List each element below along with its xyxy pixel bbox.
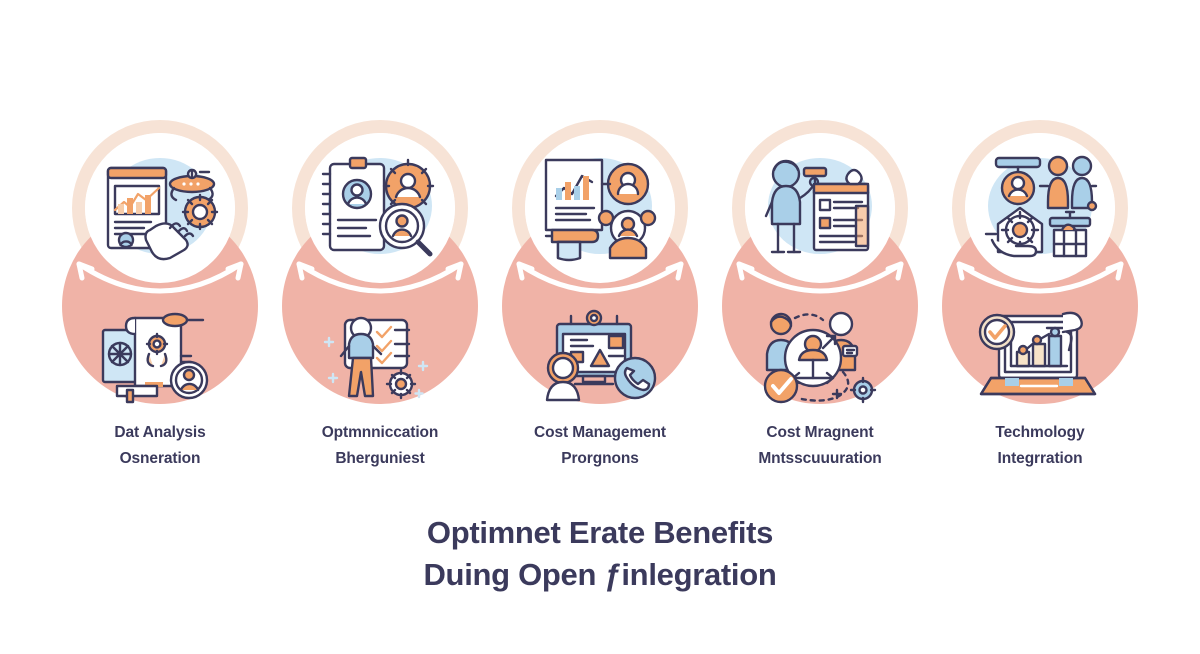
- people-hand-gear-boxes-icon: [984, 155, 1098, 258]
- step-caption-2: Optmnniccation Bherguniest: [270, 420, 490, 472]
- step-caption-3-line1: Cost Management: [534, 424, 666, 441]
- report-chart-hand-gear-icon: [106, 166, 219, 261]
- step-caption-1: Dat Analysis Osneration: [50, 420, 270, 472]
- monitor-person-phone-icon: [545, 309, 657, 402]
- step-caption-4-line2: Mntsscuuuration: [758, 450, 882, 467]
- step-column-1[interactable]: Dat Analysis Osneration: [50, 0, 270, 490]
- step-caption-2-line2: Bherguniest: [335, 450, 425, 467]
- clipboard-profile-search-icon: [321, 156, 435, 257]
- step-caption-3-line2: Prorgnons: [561, 450, 639, 467]
- step-caption-1-line2: Osneration: [119, 450, 201, 467]
- person-checklist-gear-icon: [323, 316, 429, 400]
- double-headed-arrow-arc-2: [296, 261, 464, 294]
- step-caption-1-line1: Dat Analysis: [114, 424, 206, 441]
- document-gear-profile-icon: [101, 312, 209, 404]
- step-caption-2-line1: Optmnniccation: [321, 424, 439, 441]
- step-caption-4: Cost Mragnent Mntsscuuuration: [710, 420, 930, 472]
- double-headed-arrow-arc-4: [736, 261, 904, 294]
- step-caption-4-line1: Cost Mragnent: [766, 424, 874, 441]
- page-title-line1: Optimnet Erate Benefits: [426, 515, 774, 550]
- step-column-5[interactable]: Techmology Integrration: [930, 0, 1150, 490]
- page-title: Optimnet Erate Benefits Duing Open ƒinle…: [0, 512, 1200, 596]
- chart-document-people-icon: [544, 158, 657, 262]
- step-caption-3: Cost Management Prorgnons: [490, 420, 710, 472]
- laptop-chart-check-hand-icon: [978, 311, 1097, 396]
- presenter-board-checklist-icon: [764, 159, 870, 254]
- step-column-2[interactable]: Optmnniccation Bherguniest: [270, 0, 490, 490]
- step-caption-5-line1: Techmology: [995, 424, 1085, 441]
- step-caption-5: Techmology Integrration: [930, 420, 1150, 472]
- double-headed-arrow-arc-1: [76, 261, 244, 294]
- step-column-4[interactable]: Cost Mragnent Mntsscuuuration: [710, 0, 930, 490]
- step-caption-5-line2: Integrration: [997, 450, 1083, 467]
- page-title-line2: Duing Open ƒinlegration: [423, 557, 777, 592]
- double-headed-arrow-arc-3: [516, 261, 684, 294]
- step-column-3[interactable]: Cost Management Prorgnons: [490, 0, 710, 490]
- people-approval-gear-icon: [763, 311, 877, 404]
- steps-row: Dat Analysis Osneration: [50, 0, 1150, 490]
- double-headed-arrow-arc-5: [956, 261, 1124, 294]
